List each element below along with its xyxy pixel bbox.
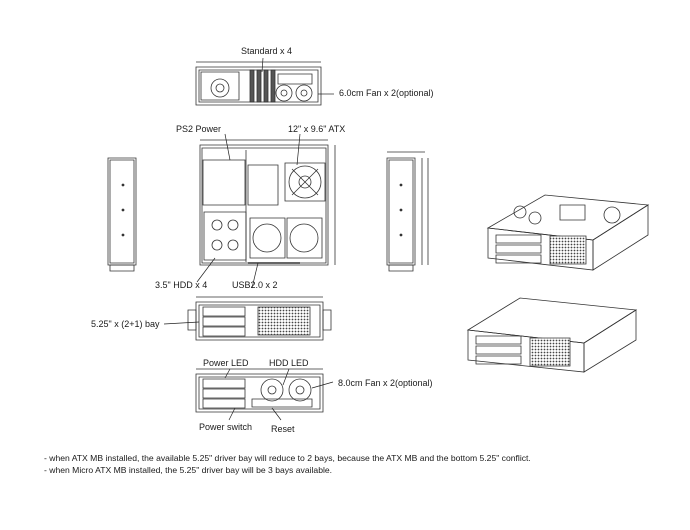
leader-lines xyxy=(164,58,334,420)
top-view xyxy=(200,140,335,265)
left-side-view xyxy=(108,158,136,271)
note-atx: - when ATX MB installed, the available 5… xyxy=(44,453,531,463)
rear-view-top xyxy=(196,62,321,105)
label-atx-board: 12" x 9.6" ATX xyxy=(288,124,346,134)
label-hdd-led: HDD LED xyxy=(269,358,309,368)
label-usb: USB2.0 x 2 xyxy=(232,280,278,290)
label-ps2-power: PS2 Power xyxy=(176,124,222,134)
isometric-view-closed xyxy=(468,298,636,372)
label-power-switch: Power switch xyxy=(199,422,253,432)
right-side-view xyxy=(387,152,428,271)
label-standard: Standard x 4 xyxy=(241,46,293,56)
rear-view-bottom xyxy=(196,369,323,412)
label-reset: Reset xyxy=(271,424,295,434)
label-power-led: Power LED xyxy=(203,358,249,368)
label-fan-80: 8.0cm Fan x 2(optional) xyxy=(338,378,433,388)
isometric-view-open xyxy=(488,195,648,270)
note-micro-atx: - when Micro ATX MB installed, the 5.25"… xyxy=(44,465,333,475)
label-fan-60: 6.0cm Fan x 2(optional) xyxy=(339,88,434,98)
front-view xyxy=(188,297,331,340)
label-bay-525: 5.25" x (2+1) bay xyxy=(91,319,160,329)
label-hdd-35: 3.5" HDD x 4 xyxy=(155,280,208,290)
